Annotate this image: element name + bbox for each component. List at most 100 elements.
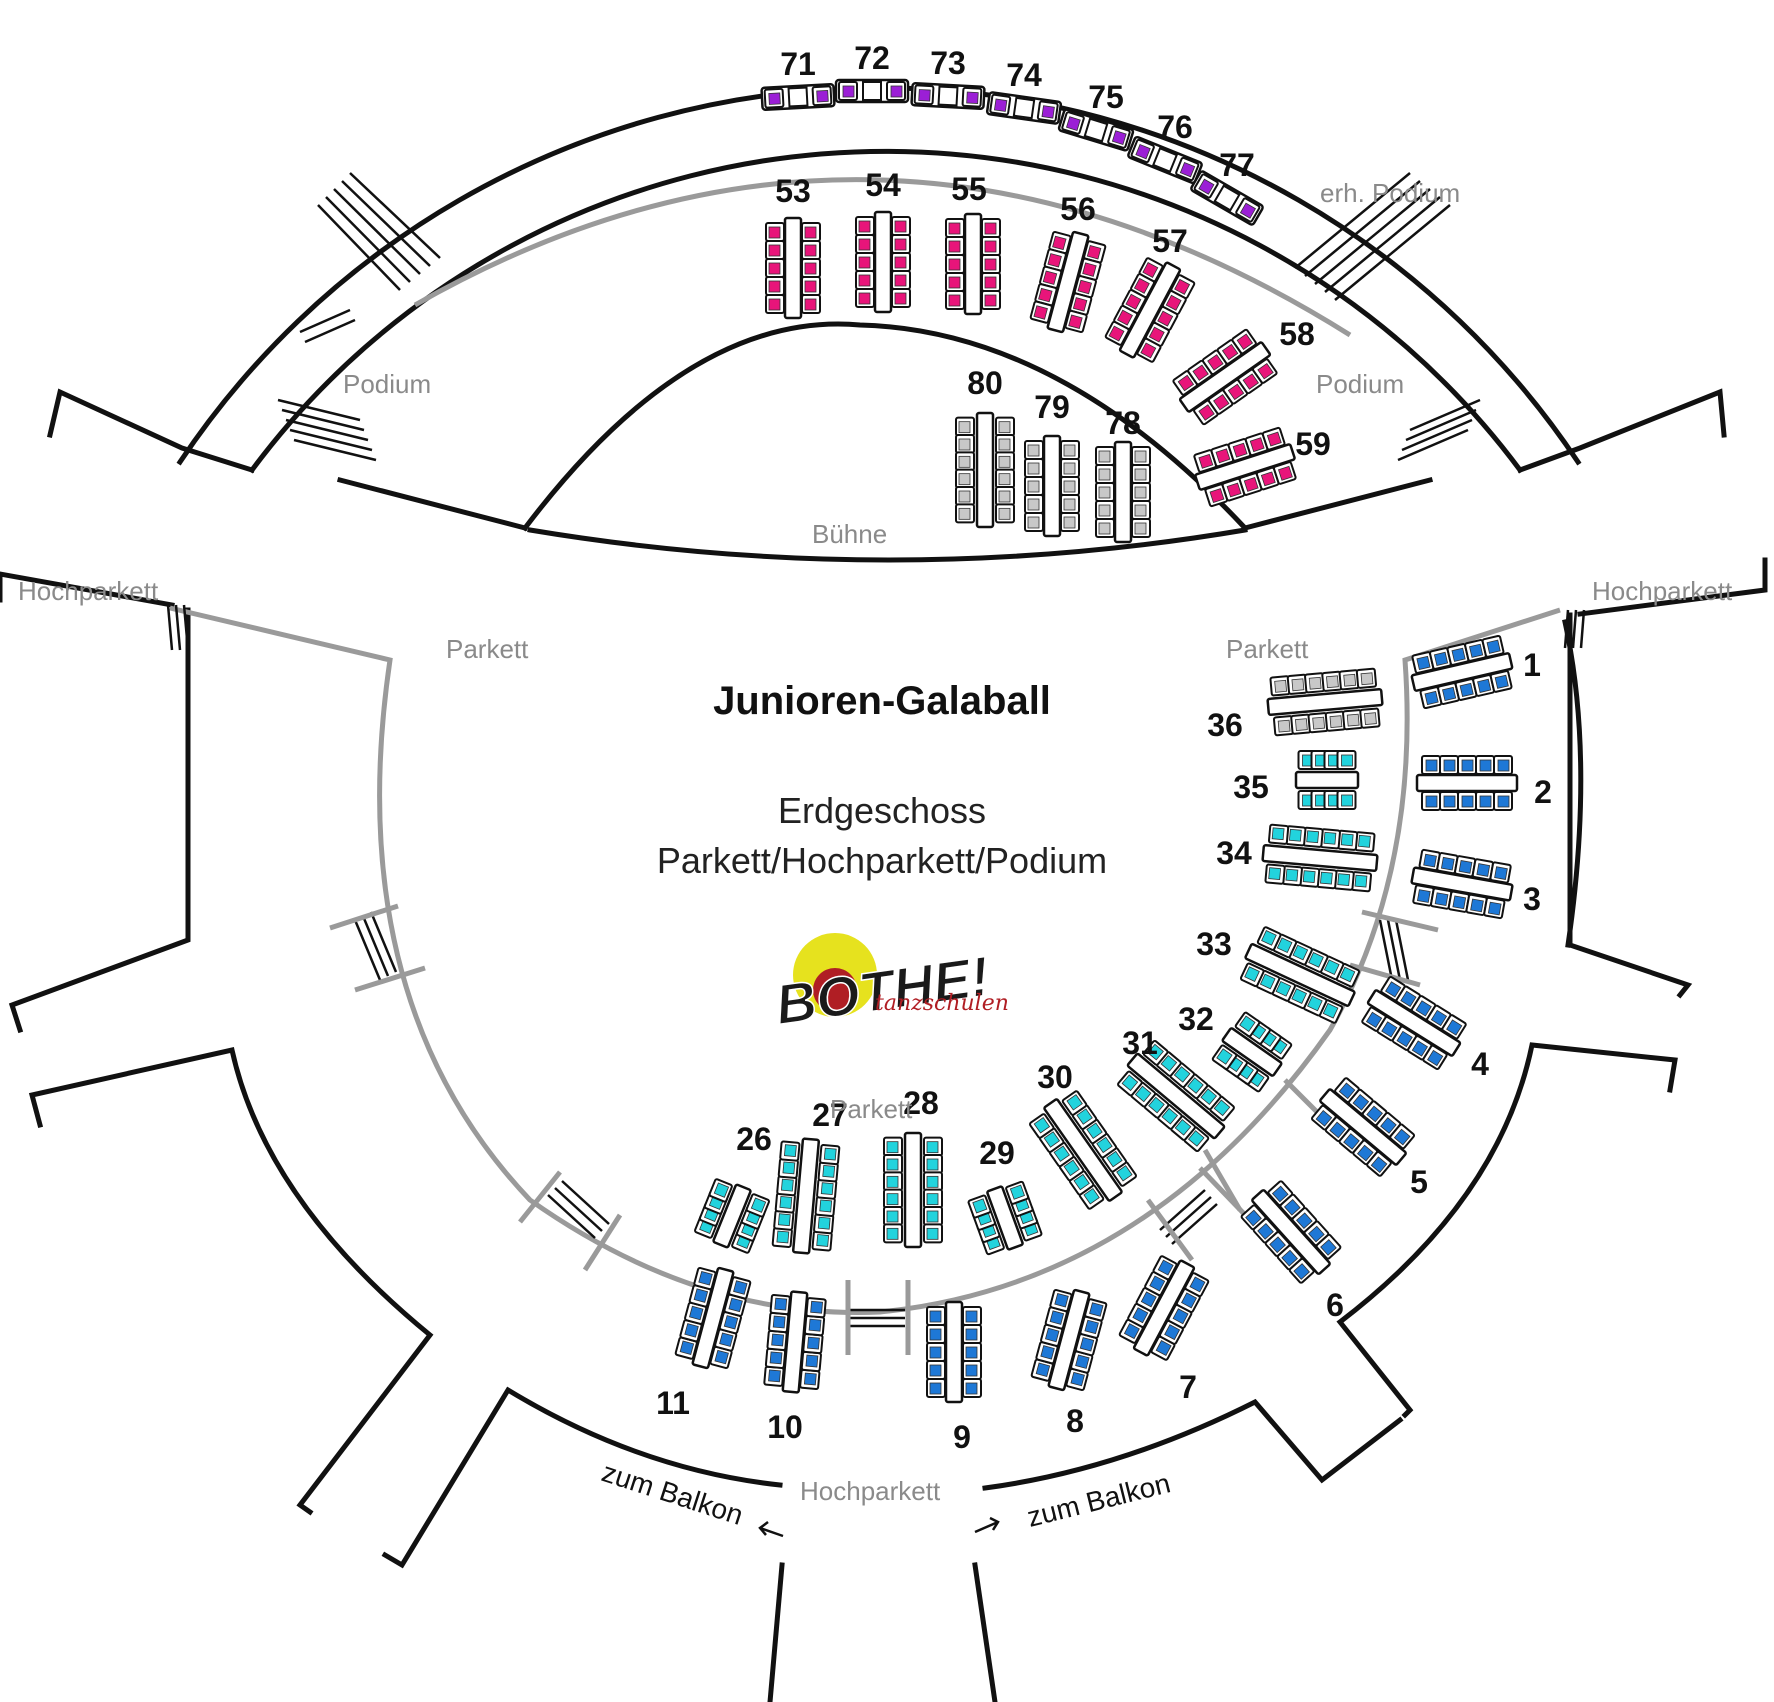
table-5[interactable]: 5 bbox=[1307, 1074, 1428, 1200]
table-77[interactable]: 77 bbox=[1190, 147, 1264, 226]
seat[interactable] bbox=[1213, 184, 1241, 212]
table-59[interactable]: 59 bbox=[1189, 426, 1331, 508]
table-53[interactable]: 53 bbox=[765, 173, 821, 320]
seat-fill bbox=[804, 244, 817, 257]
table-2[interactable]: 2 bbox=[1415, 755, 1552, 811]
seat-fill bbox=[804, 262, 817, 275]
table-1[interactable]: 1 bbox=[1407, 634, 1541, 710]
table-74[interactable]: 74 bbox=[985, 57, 1063, 125]
table-number: 7 bbox=[1179, 1369, 1197, 1405]
table-top bbox=[1415, 773, 1519, 793]
seat-fill bbox=[1292, 944, 1309, 961]
table-58[interactable]: 58 bbox=[1169, 316, 1315, 428]
seat-fill bbox=[984, 240, 997, 253]
seat-fill bbox=[1135, 143, 1151, 160]
table-6[interactable]: 6 bbox=[1237, 1177, 1344, 1323]
zone-parkett-bottom: Parkett bbox=[830, 1094, 913, 1124]
seat-fill bbox=[966, 91, 979, 104]
table-72[interactable]: 72 bbox=[834, 40, 910, 104]
seat-fill bbox=[1174, 1119, 1192, 1136]
seat-fill bbox=[1207, 354, 1224, 371]
seat-fill bbox=[1360, 672, 1374, 686]
table-56[interactable]: 56 bbox=[1029, 191, 1107, 337]
table-number: 9 bbox=[953, 1419, 971, 1455]
table-78[interactable]: 78 bbox=[1095, 405, 1151, 544]
table-31[interactable]: 31 bbox=[1114, 1025, 1239, 1155]
table-34[interactable]: 34 bbox=[1216, 823, 1379, 893]
seat-fill bbox=[1147, 1043, 1164, 1061]
seat-fill bbox=[1285, 868, 1299, 882]
table-28[interactable]: 28 bbox=[883, 1085, 943, 1249]
table-27[interactable]: 27 bbox=[771, 1097, 848, 1255]
seat-fill bbox=[1198, 178, 1215, 195]
table-79[interactable]: 79 bbox=[1024, 389, 1080, 538]
seat-fill bbox=[688, 1305, 704, 1321]
seat-fill bbox=[1040, 1345, 1055, 1360]
table-30[interactable]: 30 bbox=[1027, 1059, 1140, 1213]
table-54[interactable]: 54 bbox=[855, 167, 911, 314]
seat[interactable] bbox=[1083, 117, 1109, 143]
seat-fill bbox=[1326, 675, 1339, 689]
seat-fill bbox=[1338, 1082, 1356, 1100]
table-11[interactable]: 11 bbox=[656, 1263, 752, 1421]
seat-fill bbox=[1117, 309, 1133, 326]
table-73[interactable]: 73 bbox=[910, 45, 986, 110]
seat-fill bbox=[1308, 1225, 1325, 1243]
seat[interactable] bbox=[937, 85, 959, 107]
table-33[interactable]: 33 bbox=[1196, 925, 1364, 1026]
table-8[interactable]: 8 bbox=[1030, 1285, 1108, 1439]
seat-fill bbox=[948, 240, 961, 253]
seat-fill bbox=[1269, 1236, 1286, 1254]
seat-fill bbox=[858, 274, 871, 287]
seat-fill bbox=[1470, 898, 1484, 913]
table-number: 79 bbox=[1034, 389, 1070, 425]
seat[interactable] bbox=[1151, 146, 1179, 174]
seat-fill bbox=[1329, 1121, 1347, 1139]
seat-fill bbox=[1446, 1019, 1463, 1036]
seat-fill bbox=[816, 90, 829, 103]
seat-fill bbox=[750, 1197, 767, 1213]
seat[interactable] bbox=[787, 86, 809, 108]
table-10[interactable]: 10 bbox=[763, 1290, 827, 1445]
seat-fill bbox=[1165, 294, 1182, 311]
table-32[interactable]: 32 bbox=[1178, 1001, 1294, 1094]
seat-fill bbox=[1041, 105, 1055, 119]
seat-fill bbox=[1312, 716, 1326, 730]
seat-fill bbox=[1364, 712, 1377, 725]
seat-fill bbox=[1134, 450, 1147, 463]
table-26[interactable]: 26 bbox=[693, 1121, 772, 1256]
table-top bbox=[712, 1183, 752, 1249]
table-top bbox=[986, 1185, 1024, 1251]
seat-fill bbox=[1340, 833, 1354, 847]
table-35[interactable]: 35 bbox=[1233, 750, 1360, 810]
table-4[interactable]: 4 bbox=[1357, 974, 1489, 1082]
table-57[interactable]: 57 bbox=[1103, 223, 1198, 367]
seat-fill bbox=[1306, 830, 1320, 844]
table-number: 55 bbox=[951, 171, 987, 207]
seat-fill bbox=[1070, 1371, 1085, 1387]
table-9[interactable]: 9 bbox=[926, 1300, 982, 1455]
seat-fill bbox=[807, 1336, 820, 1350]
table-71[interactable]: 71 bbox=[760, 46, 836, 111]
seat-fill bbox=[1370, 1156, 1388, 1173]
table-36[interactable]: 36 bbox=[1207, 667, 1384, 743]
table-3[interactable]: 3 bbox=[1408, 848, 1541, 920]
seat-fill bbox=[723, 1315, 739, 1330]
zone-podium-left: Podium bbox=[343, 369, 431, 399]
table-top bbox=[1132, 1259, 1196, 1357]
seat-fill bbox=[1239, 1015, 1256, 1032]
table-7[interactable]: 7 bbox=[1117, 1251, 1212, 1405]
seat-fill bbox=[1442, 686, 1457, 702]
seat-fill bbox=[1323, 831, 1337, 845]
seat-fill bbox=[1216, 1048, 1233, 1065]
table-29[interactable]: 29 bbox=[967, 1135, 1043, 1257]
table-80[interactable]: 80 bbox=[955, 365, 1015, 529]
seat-fill bbox=[1425, 795, 1438, 808]
seat-fill bbox=[1221, 343, 1239, 361]
table-55[interactable]: 55 bbox=[945, 171, 1001, 316]
seat-fill bbox=[784, 1144, 797, 1158]
seat[interactable] bbox=[1012, 96, 1036, 120]
seat-fill bbox=[1098, 486, 1111, 499]
table-75[interactable]: 75 bbox=[1057, 79, 1135, 152]
seat[interactable] bbox=[862, 81, 882, 101]
